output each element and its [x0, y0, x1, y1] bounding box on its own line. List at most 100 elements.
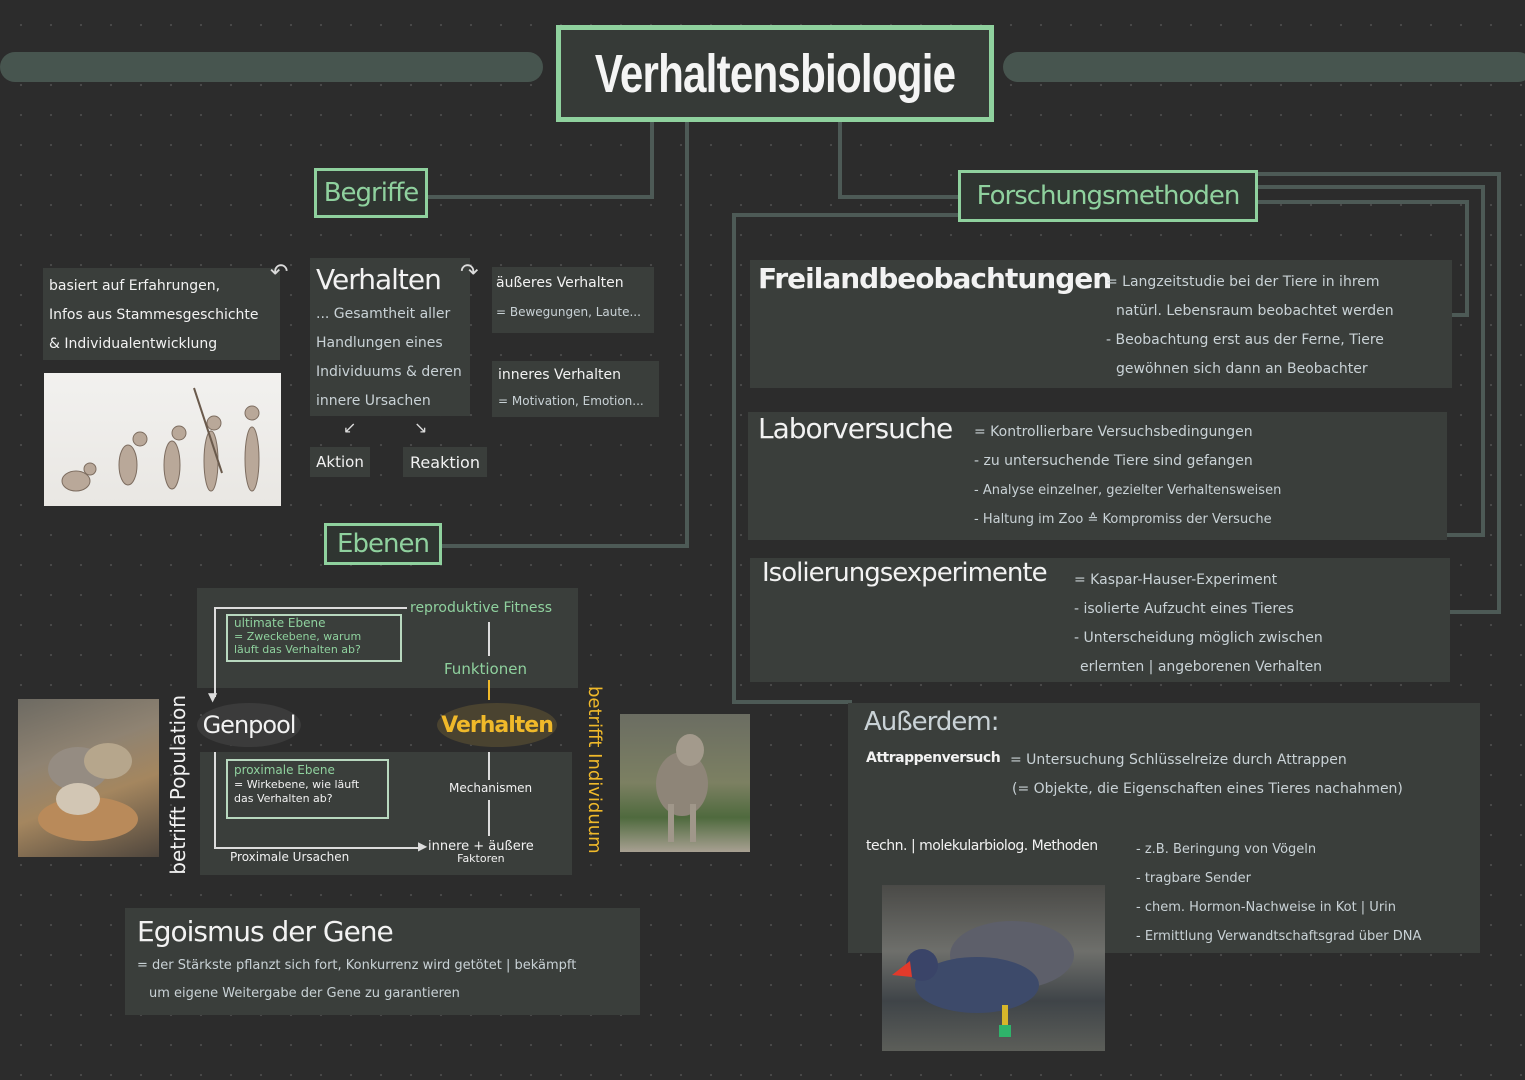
connector	[732, 213, 736, 703]
proximate-line: = Wirkebene, wie läuft	[234, 778, 360, 791]
method-lines: = Kaspar-Hauser-Experiment - isolierte A…	[1074, 566, 1323, 682]
evolution-image	[44, 373, 281, 506]
outer-def: = Bewegungen, Laute...	[496, 305, 641, 319]
note-line: & Individualentwicklung	[49, 336, 218, 352]
connector	[1257, 200, 1469, 204]
connector	[732, 700, 852, 704]
arrow-down-left-icon: ↙	[343, 418, 357, 437]
method-card-labor: Laborversuche = Kontrollierbare Versuchs…	[748, 412, 1447, 540]
proximate-line: das Verhalten ab?	[234, 792, 333, 805]
card-aeusseres-verhalten: äußeres Verhalten = Bewegungen, Laute...	[492, 267, 654, 333]
method-line: - Unterscheidung möglich zwischen	[1074, 630, 1323, 646]
loop-line	[214, 752, 216, 848]
card-reaktion: Reaktion	[403, 447, 487, 477]
techn-line: - tragbare Sender	[1136, 871, 1251, 886]
method-title: Isolierungsexperimente	[762, 558, 1048, 588]
inner-def: = Motivation, Emotion...	[498, 394, 644, 408]
method-title: Laborversuche	[758, 412, 953, 445]
techn-label: techn. | molekularbiolog. Methoden	[866, 838, 1098, 854]
note-card-erfahrungen: basiert auf Erfahrungen, Infos aus Stamm…	[43, 268, 280, 360]
card-verhalten-definition: Verhalten ... Gesamtheit aller Handlunge…	[310, 258, 470, 416]
curved-arrow-right-icon: ↷	[460, 260, 479, 285]
attrappen-line: = Untersuchung Schlüsselreize durch Attr…	[1010, 752, 1347, 768]
method-lines: = Kontrollierbare Versuchsbedingungen - …	[974, 418, 1281, 534]
verhalten-node: Verhalten	[437, 703, 557, 747]
attrappen-label: Attrappenversuch	[866, 750, 1001, 766]
faktoren-label: innere + äußere Faktoren	[428, 839, 534, 865]
connector	[838, 195, 962, 199]
wolf-pack-image	[18, 699, 159, 857]
reproduktive-fitness-label: reproduktive Fitness	[410, 600, 553, 616]
genpool-label: Genpool	[202, 711, 297, 739]
method-line: = Kaspar-Hauser-Experiment	[1074, 572, 1278, 588]
attrappen-line: (= Objekte, die Eigenschaften eines Tier…	[1012, 781, 1403, 797]
population-label: betrifft Population	[166, 695, 190, 875]
section-heading-ebenen: Ebenen	[324, 523, 442, 565]
card-egoismus-der-gene: Egoismus der Gene = der Stärkste pflanzt…	[125, 908, 640, 1015]
wolves-icon	[38, 743, 138, 841]
proximale-ursachen-label: Proximale Ursachen	[230, 850, 350, 864]
techn-line: - Ermittlung Verwandtschaftsgrad über DN…	[1136, 929, 1422, 944]
ultimate-title: ultimate Ebene	[234, 616, 326, 630]
connector	[428, 195, 654, 199]
section-heading-begriffe: Begriffe	[314, 168, 428, 218]
ultimate-panel	[197, 588, 578, 688]
ultimate-line: läuft das Verhalten ab?	[234, 643, 361, 656]
ultimate-line: = Zweckebene, warum	[234, 630, 362, 643]
connector	[1257, 185, 1485, 189]
def-line: Individuums & deren	[316, 364, 462, 380]
begriffe-heading-text: Begriffe	[323, 178, 420, 208]
single-wolf-image	[620, 714, 750, 852]
method-line: erlernten | angeborenen Verhalten	[1080, 659, 1323, 675]
forschung-heading-text: Forschungsmethoden	[976, 181, 1241, 211]
connector	[1447, 533, 1485, 537]
arrow-down-right-icon: ↘	[414, 418, 428, 437]
section-heading-forschungsmethoden: Forschungsmethoden	[958, 170, 1258, 222]
def-line: Handlungen eines	[316, 335, 443, 351]
outer-title: äußeres Verhalten	[496, 275, 624, 291]
techn-lines: - z.B. Beringung von Vögeln - tragbare S…	[1136, 835, 1421, 951]
header-band-right	[1003, 52, 1525, 82]
connector	[1449, 610, 1501, 614]
method-line: gewöhnen sich dann an Beobachter	[1116, 361, 1368, 377]
connector	[1481, 185, 1485, 537]
method-line: = Kontrollierbare Versuchsbedingungen	[974, 424, 1253, 440]
note-line: Infos aus Stammesgeschichte	[49, 307, 259, 323]
techn-line: - z.B. Beringung von Vögeln	[1136, 842, 1317, 857]
techn-line: - chem. Hormon-Nachweise in Kot | Urin	[1136, 900, 1397, 915]
arrow-line	[488, 622, 490, 656]
method-line: natürl. Lebensraum beobachtet werden	[1116, 303, 1394, 319]
individuum-label: betrifft Individuum	[584, 686, 605, 854]
method-line: - zu untersuchende Tiere sind gefangen	[974, 453, 1253, 469]
egoismus-title: Egoismus der Gene	[137, 915, 394, 948]
note-line: basiert auf Erfahrungen,	[49, 278, 221, 294]
connector	[1452, 313, 1469, 317]
method-title: Freilandbeobachtungen	[758, 262, 1112, 295]
arrow-line	[488, 800, 490, 836]
header-band-left	[0, 52, 543, 82]
def-line: innere Ursachen	[316, 393, 431, 409]
moorhen-image	[882, 885, 1105, 1051]
faktoren-line: innere + äußere	[428, 839, 534, 854]
arrow-right-icon: ▶	[418, 839, 428, 853]
egoismus-line: = der Stärkste pflanzt sich fort, Konkur…	[137, 958, 577, 973]
ausserdem-title: Außerdem:	[864, 707, 999, 737]
arrow-line	[488, 752, 490, 780]
method-lines: = Langzeitstudie bei der Tiere in ihrem …	[1106, 268, 1394, 384]
curved-arrow-left-icon: ↶	[270, 260, 289, 285]
method-line: - Haltung im Zoo ≙ Kompromiss der Versuc…	[974, 512, 1272, 527]
loop-line	[214, 607, 407, 609]
method-line: = Langzeitstudie bei der Tiere in ihrem	[1106, 274, 1380, 290]
page-title: Verhaltensbiologie	[556, 25, 994, 122]
method-line: - Analyse einzelner, gezielter Verhalten…	[974, 483, 1282, 498]
arrow-line-yellow	[488, 680, 490, 700]
arrow-down-icon: ▼	[208, 690, 218, 704]
card-inneres-verhalten: inneres Verhalten = Motivation, Emotion.…	[492, 361, 659, 417]
connector	[1257, 172, 1500, 176]
card-aktion: Aktion	[310, 447, 370, 477]
connector	[442, 544, 689, 548]
ebenen-heading-text: Ebenen	[337, 529, 430, 559]
method-line: - isolierte Aufzucht eines Tieres	[1074, 601, 1294, 617]
connector	[685, 120, 689, 548]
connector	[650, 120, 654, 198]
